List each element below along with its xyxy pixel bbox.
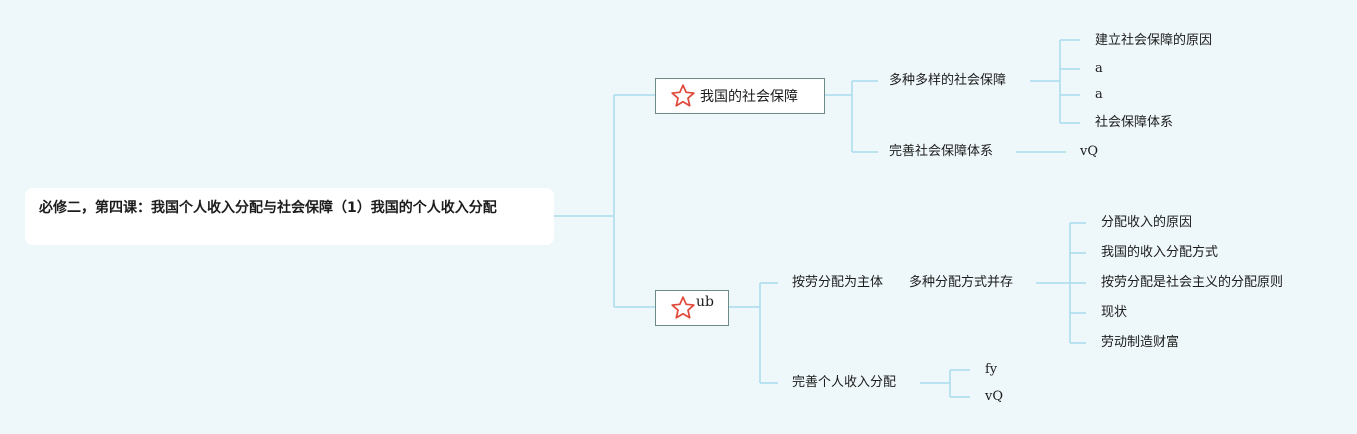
leaf-reason[interactable]: 建立社会保障的原因: [1095, 33, 1213, 48]
leaf-current-status[interactable]: 现状: [1101, 305, 1128, 320]
leaf-fy[interactable]: fy: [985, 362, 998, 377]
leaf-labor-creates-wealth[interactable]: 劳动制造财富: [1101, 335, 1180, 350]
star-icon: [671, 84, 695, 107]
star-icon: [671, 296, 695, 319]
leaf-system[interactable]: 社会保障体系: [1095, 115, 1174, 130]
topic-multiple-distribution[interactable]: 多种分配方式并存: [909, 275, 1014, 290]
branch-node-social-security[interactable]: 我国的社会保障: [655, 78, 825, 114]
leaf-a[interactable]: a: [1095, 87, 1103, 102]
branch-label: 我国的社会保障: [700, 89, 798, 105]
branch-node-ub[interactable]: ub: [655, 290, 729, 326]
leaf-a[interactable]: a: [1095, 61, 1103, 76]
leaf-socialist-principle[interactable]: 按劳分配是社会主义的分配原则: [1101, 275, 1284, 290]
topic-diverse-social-security[interactable]: 多种多样的社会保障: [889, 73, 1007, 88]
root-node[interactable]: 必修二，第四课：我国个人收入分配与社会保障（1）我国的个人收入分配: [25, 188, 554, 245]
leaf-vq[interactable]: vQ: [985, 389, 1004, 404]
leaf-distribution-reason[interactable]: 分配收入的原因: [1101, 215, 1193, 230]
leaf-vq[interactable]: vQ: [1080, 144, 1099, 159]
branch-label: ub: [696, 294, 714, 310]
topic-improve-social-security[interactable]: 完善社会保障体系: [889, 144, 994, 159]
root-title: 必修二，第四课：我国个人收入分配与社会保障（1）我国的个人收入分配: [39, 200, 497, 216]
leaf-distribution-method[interactable]: 我国的收入分配方式: [1101, 245, 1219, 260]
topic-improve-income-distribution[interactable]: 完善个人收入分配: [792, 375, 897, 390]
topic-distribution-by-labor[interactable]: 按劳分配为主体: [792, 275, 884, 290]
